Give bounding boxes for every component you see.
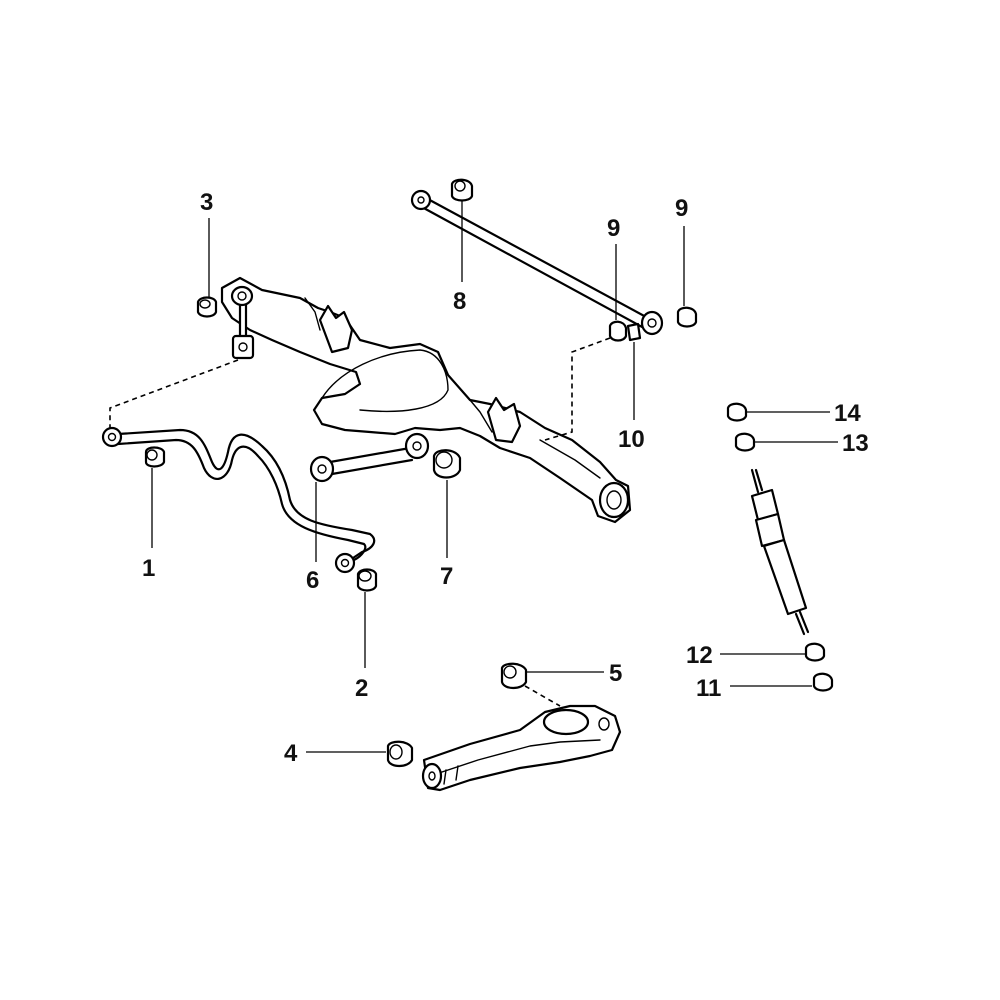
- bushing-10: [626, 322, 642, 342]
- bushing-14: [726, 402, 748, 422]
- callout-12: 12: [686, 642, 713, 669]
- bushing-5: [500, 662, 528, 690]
- callout-5: 5: [609, 660, 622, 687]
- bushing-3: [196, 296, 218, 318]
- bushing-2: [356, 568, 378, 592]
- callout-13: 13: [842, 430, 869, 457]
- bushing-13: [734, 432, 756, 452]
- lower-link-rod: [309, 432, 430, 483]
- callout-9-left: 9: [607, 215, 620, 242]
- rear-axle-housing: [220, 276, 632, 524]
- bushing-4: [386, 740, 414, 768]
- callout-9-right: 9: [675, 195, 688, 222]
- callout-6: 6: [306, 567, 319, 594]
- bushing-9-left: [608, 320, 628, 342]
- bushing-1: [144, 446, 166, 468]
- alignment-line-stabilizer: [109, 359, 239, 428]
- leader-lines: [151, 200, 838, 753]
- bushing-12: [804, 642, 826, 662]
- stabilizer-bar: [101, 426, 376, 574]
- callout-14: 14: [834, 400, 861, 427]
- alignment-line-control-arm: [524, 685, 561, 707]
- callout-3: 3: [200, 189, 213, 216]
- shock-absorber: [750, 468, 810, 636]
- callout-4: 4: [284, 740, 298, 767]
- bushing-8: [450, 178, 474, 202]
- callout-1: 1: [142, 555, 155, 582]
- alignment-line-lateral-rod: [544, 337, 611, 441]
- callout-8: 8: [453, 288, 466, 315]
- callout-11: 11: [696, 675, 721, 702]
- callout-2: 2: [355, 675, 368, 702]
- stabilizer-link: [230, 285, 255, 360]
- bushing-11: [812, 672, 834, 692]
- lower-control-arm: [421, 704, 622, 792]
- callout-numbers: 1 2 3 4 5 6 7 8 9 9 10 11 12 13 14: [142, 189, 869, 767]
- bushing-7: [432, 449, 462, 479]
- callout-7: 7: [440, 563, 453, 590]
- lateral-rod: [410, 189, 664, 336]
- callout-10: 10: [618, 426, 645, 453]
- bushing-9-right: [676, 306, 698, 328]
